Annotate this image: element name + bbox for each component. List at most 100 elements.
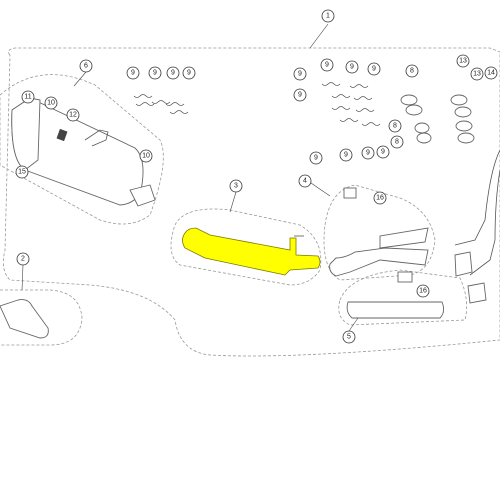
collector-boundary [338, 269, 468, 326]
spring [169, 110, 189, 114]
callout-label: 12 [69, 112, 77, 119]
link-pipe-boundary [170, 208, 322, 286]
callout-label: 9 [298, 92, 302, 99]
clamps-group [450, 94, 475, 144]
gasket [414, 122, 430, 134]
callout-2: 2 [16, 252, 30, 291]
silencer-outlet [129, 184, 156, 207]
callout-label: 9 [187, 70, 191, 77]
callout-label: 9 [298, 71, 302, 78]
silencer-boundary [0, 74, 164, 225]
callout-10b: 10 [139, 149, 153, 163]
callout-9l: 9 [361, 146, 375, 160]
callout-label: 16 [376, 195, 384, 202]
callout-label: 13 [459, 58, 467, 65]
callout-label: 8 [410, 68, 414, 75]
silencer[interactable] [0, 74, 164, 225]
header-pipe-outlets [454, 251, 473, 277]
header-pipe-b [469, 169, 500, 276]
callout-label: 9 [131, 70, 135, 77]
callout-9f: 9 [293, 88, 307, 102]
callout-9a: 9 [126, 66, 140, 80]
callout-label: 9 [344, 152, 348, 159]
callout-8a: 8 [405, 64, 419, 78]
clamp [454, 106, 472, 118]
link-pipe-body [182, 227, 321, 276]
header-bend[interactable] [0, 299, 49, 339]
callout-label: 8 [395, 139, 399, 146]
callout-9k: 9 [339, 148, 353, 162]
callout-9m: 9 [376, 145, 390, 159]
mid-pipe-body [329, 247, 429, 277]
spring [361, 122, 381, 126]
callout-10a: 10 [44, 96, 58, 110]
callout-label: 1 [326, 13, 330, 20]
callout-label: 8 [393, 123, 397, 130]
callout-label: 2 [21, 256, 25, 263]
spring [331, 94, 351, 98]
callout-label: 10 [142, 153, 150, 160]
gasket [400, 94, 418, 106]
header-bend-body [0, 299, 49, 339]
callout-label: 9 [372, 66, 376, 73]
callout-13b: 13 [470, 67, 484, 81]
clamp [457, 132, 475, 144]
callout-label: 11 [24, 94, 31, 101]
callout-12: 12 [66, 108, 80, 122]
callout-9j: 9 [309, 151, 323, 165]
spring [133, 94, 153, 98]
header-pipe-a [454, 149, 500, 246]
callout-label: 4 [303, 178, 307, 185]
spring [321, 82, 341, 86]
header-pipes[interactable] [454, 149, 500, 304]
callout-label: 9 [153, 70, 157, 77]
callout-9b: 9 [148, 66, 162, 80]
callout-label: 9 [314, 155, 318, 162]
header-pipe-outlets-2 [467, 282, 487, 304]
spring [151, 100, 171, 104]
callout-9e: 9 [293, 67, 307, 81]
callout-9d: 9 [182, 66, 196, 80]
spring [339, 118, 359, 122]
kit-boundary [2, 47, 500, 357]
spring [355, 108, 375, 112]
spring [135, 102, 155, 106]
collector-pipe[interactable] [338, 269, 468, 326]
gasket [405, 104, 423, 116]
callout-8b: 8 [388, 119, 402, 133]
leader-1 [309, 23, 329, 49]
callout-label: 13 [473, 71, 481, 78]
callout-13a: 13 [456, 54, 470, 68]
callout-label: 9 [171, 70, 175, 77]
link-pipe[interactable] [170, 208, 322, 286]
callout-8c: 8 [390, 135, 404, 149]
spring [331, 106, 351, 110]
callout-3: 3 [229, 179, 243, 213]
collector-spring-pack [397, 271, 413, 283]
mid-pipe-spring-pack [343, 187, 357, 199]
callout-label: 5 [347, 334, 351, 341]
collector-body [346, 301, 445, 319]
mid-pipe-branch [379, 227, 429, 249]
header-pipe-boundary [0, 289, 83, 346]
callout-label: 16 [419, 288, 427, 295]
callout-1: 1 [321, 9, 335, 23]
callout-16b: 16 [416, 284, 430, 298]
callout-label: 6 [84, 63, 88, 70]
spring [349, 84, 369, 88]
callout-label: 3 [234, 183, 238, 190]
silencer-end-cap [11, 97, 41, 171]
callout-9c: 9 [166, 66, 180, 80]
mid-pipe[interactable] [323, 184, 436, 281]
silencer-bracket [84, 129, 109, 147]
callout-label: 10 [47, 100, 55, 107]
callout-5: 5 [342, 317, 359, 344]
logo-plate [56, 128, 68, 142]
callout-label: 9 [381, 149, 385, 156]
callout-4: 4 [298, 174, 331, 197]
callout-label: 9 [366, 150, 370, 157]
spring [165, 102, 185, 106]
callout-label: 9 [325, 62, 329, 69]
springs-left-group [133, 94, 189, 114]
spring [353, 96, 373, 100]
